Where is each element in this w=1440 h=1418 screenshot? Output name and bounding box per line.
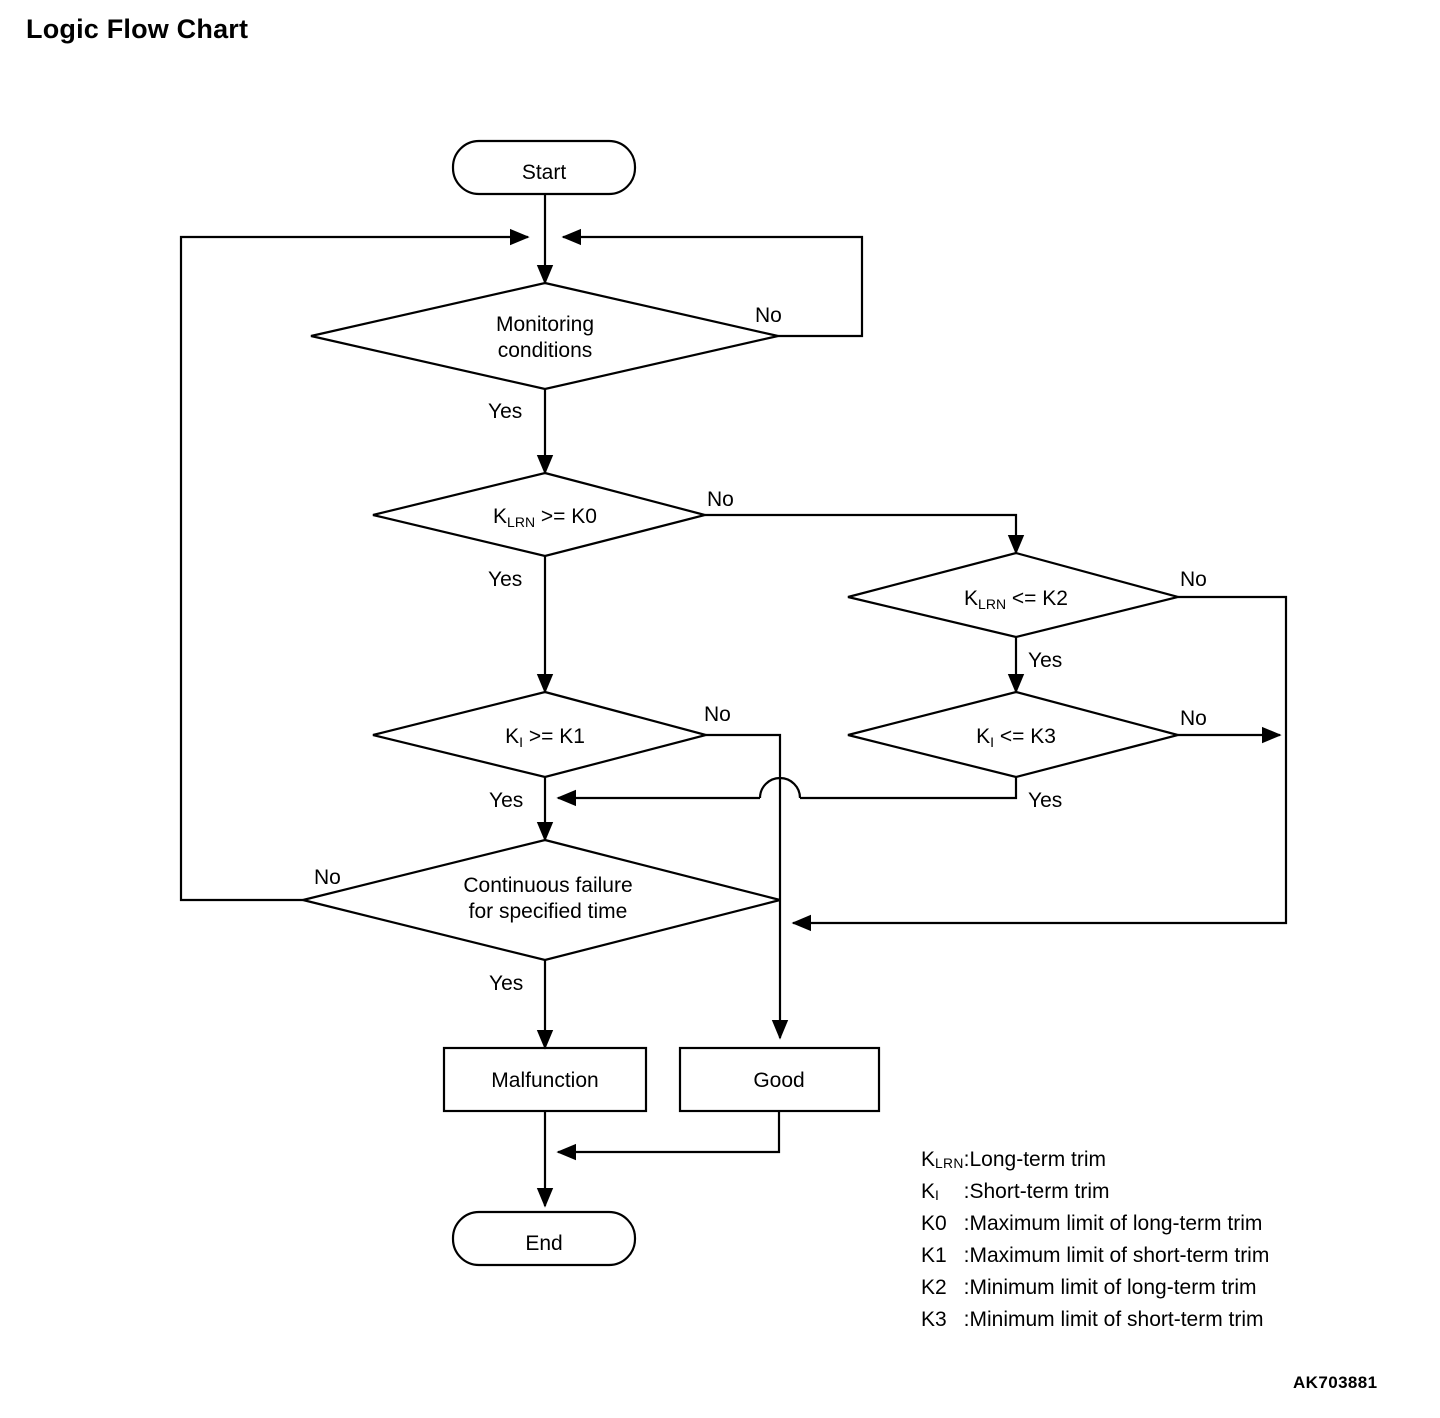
edge-monitoring-no-loopback [561,228,864,338]
edge-label-ki-ge-k1-yes: Yes [489,789,523,812]
node-monitoring-label-line2: conditions [498,339,593,362]
node-good[interactable]: Good [678,1046,881,1113]
legend-row: K0 : Maximum limit of long-term trim [921,1212,1269,1244]
edge-good-to-end [556,1111,781,1161]
legend-colon: : [963,1180,970,1203]
legend-row: K1 : Maximum limit of short-term trim [921,1244,1269,1276]
edge-label-klrn-le-k2-yes: Yes [1028,649,1062,672]
legend-row: K2 : Minimum limit of long-term trim [921,1276,1269,1308]
edge-klrn-ge-k0-no [705,513,1025,555]
node-ki-ge-k1[interactable]: KI >= K1 [372,690,711,779]
legend-symbol: K0 [921,1212,947,1235]
node-continuous-failure-label-line2: for specified time [469,900,628,923]
edge-ki-ge-k1-no [706,733,789,1040]
edge-cont-failure-no-loopback [179,228,530,902]
edge-klrn-le-k2-no [791,595,1288,932]
edge-label-monitoring-no: No [755,304,782,327]
legend: KLRN : Long-term trim KI : Short-term tr… [921,1148,1269,1340]
node-good-label: Good [753,1069,804,1092]
legend-description: Short-term trim [969,1180,1110,1203]
node-klrn-le-k2-label: KLRN <= K2 [964,587,1068,612]
edge-label-klrn-le-k2-no: No [1180,568,1207,591]
legend-description: Long-term trim [969,1148,1107,1171]
node-start-label: Start [522,161,567,184]
edge-label-cont-failure-yes: Yes [489,972,523,995]
node-malfunction-label: Malfunction [491,1069,598,1092]
legend-symbol: K3 [921,1308,947,1331]
legend-description: Maximum limit of long-term trim [969,1212,1263,1235]
node-end[interactable]: End [451,1210,637,1267]
legend-symbol: KLRN [921,1148,964,1171]
legend-colon: : [963,1276,970,1299]
edge-label-ki-le-k3-no: No [1180,707,1207,730]
legend-colon: : [963,1148,970,1171]
legend-description: Minimum limit of short-term trim [969,1308,1264,1331]
node-malfunction[interactable]: Malfunction [442,1046,648,1113]
node-ki-ge-k1-label: KI >= K1 [505,725,585,750]
edge-label-ki-ge-k1-no: No [704,703,731,726]
node-monitoring-conditions[interactable]: Monitoring conditions [310,281,779,391]
edge-label-ki-le-k3-yes: Yes [1028,789,1062,812]
node-klrn-le-k2[interactable]: KLRN <= K2 [847,551,1183,639]
node-start[interactable]: Start [451,139,637,196]
drawing-code: AK703881 [1293,1373,1378,1392]
node-ki-le-k3[interactable]: KI <= K3 [847,690,1183,779]
node-continuous-failure-label-line1: Continuous failure [463,874,632,897]
edge-label-klrn-ge-k0-yes: Yes [488,568,522,591]
edge-label-cont-failure-no: No [314,866,341,889]
legend-colon: : [963,1212,970,1235]
edge-label-monitoring-yes: Yes [488,400,522,423]
edge-label-klrn-ge-k0-no: No [707,488,734,511]
legend-row: K3 : Minimum limit of short-term trim [921,1308,1269,1340]
legend-description: Maximum limit of short-term trim [969,1244,1270,1267]
node-monitoring-label-line1: Monitoring [496,313,594,336]
edge-ki-le-k3-yes [556,776,1018,807]
node-continuous-failure[interactable]: Continuous failure for specified time [302,838,781,962]
legend-colon: : [963,1244,970,1267]
legend-symbol: KI [921,1180,940,1203]
node-klrn-ge-k0[interactable]: KLRN >= K0 [372,471,710,558]
legend-symbol: K2 [921,1276,947,1299]
node-klrn-ge-k0-label: KLRN >= K0 [493,505,597,530]
node-ki-le-k3-label: KI <= K3 [976,725,1056,750]
legend-symbol: K1 [921,1244,947,1267]
legend-colon: : [963,1308,970,1331]
page-title: Logic Flow Chart [26,14,249,44]
legend-description: Minimum limit of long-term trim [969,1276,1257,1299]
legend-row: KLRN : Long-term trim [921,1148,1269,1180]
node-end-label: End [525,1232,562,1255]
legend-row: KI : Short-term trim [921,1180,1269,1212]
